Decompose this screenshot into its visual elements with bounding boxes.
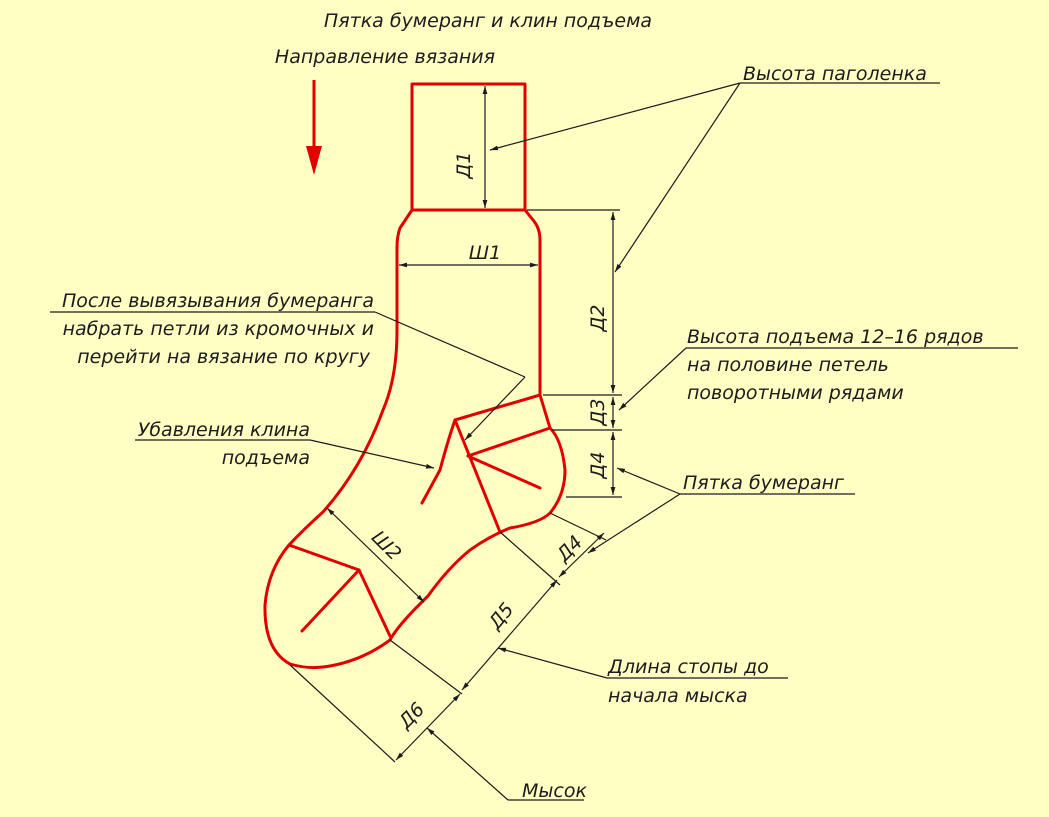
dim-label-d5: Д5: [484, 599, 519, 635]
direction-label: Направление вязания: [275, 46, 495, 68]
callout-boomerang-heel: Пятка бумеранг: [683, 472, 845, 494]
dim-label-d4-vertical: Д4: [587, 452, 609, 480]
callout-gusset-decreases-line2: подъема: [222, 447, 310, 469]
leader-lines: [50, 82, 1018, 801]
heel-center-line: [466, 454, 542, 490]
heel-bottom-line: [453, 418, 502, 534]
heel-inner-line: [466, 426, 552, 458]
callout-instep-height-line2: на половине петель: [687, 354, 889, 376]
dimension-lines: [289, 86, 622, 763]
dim-label-w2: Ш2: [367, 527, 405, 565]
dim-label-d4-diagonal: Д4: [552, 531, 587, 566]
gusset-decrease-line: [420, 418, 457, 505]
dim-label-d2: Д2: [587, 305, 609, 333]
callout-after-boomerang-line3: перейти на вязание по кругу: [77, 346, 370, 368]
dim-label-w1: Ш1: [469, 242, 501, 264]
callout-instep-height-line3: поворотными рядами: [687, 382, 904, 404]
callout-toe: Мысок: [522, 780, 587, 802]
toe-bottom-line: [357, 568, 392, 638]
callout-after-boomerang-line1: После вывязывания бумеранга: [62, 290, 374, 312]
cuff-rectangle: [410, 82, 527, 212]
callout-after-boomerang-line2: набрать петли из кромочных и: [63, 318, 374, 340]
heel-top-line: [453, 393, 542, 422]
sock-outline: [263, 82, 567, 670]
diagram-title: Пятка бумеранг и клин подъема: [324, 10, 652, 32]
direction-arrow-icon: [306, 80, 322, 175]
callout-instep-height-line1: Высота подъема 12–16 рядов: [687, 326, 984, 348]
callout-foot-length-line2: начала мыска: [608, 685, 748, 707]
dim-label-d1: Д1: [453, 152, 475, 180]
callout-calf-height: Высота паголенка: [743, 63, 927, 85]
callout-gusset-decreases-line1: Убавления клина: [138, 419, 310, 441]
dim-label-d6: Д6: [394, 698, 429, 733]
toe-top-line: [287, 543, 361, 572]
dim-label-d3: Д3: [587, 399, 609, 427]
leg-left-edge: [263, 208, 567, 670]
toe-center-line: [300, 568, 361, 633]
callout-foot-length-line1: Длина стопы до: [607, 656, 769, 678]
